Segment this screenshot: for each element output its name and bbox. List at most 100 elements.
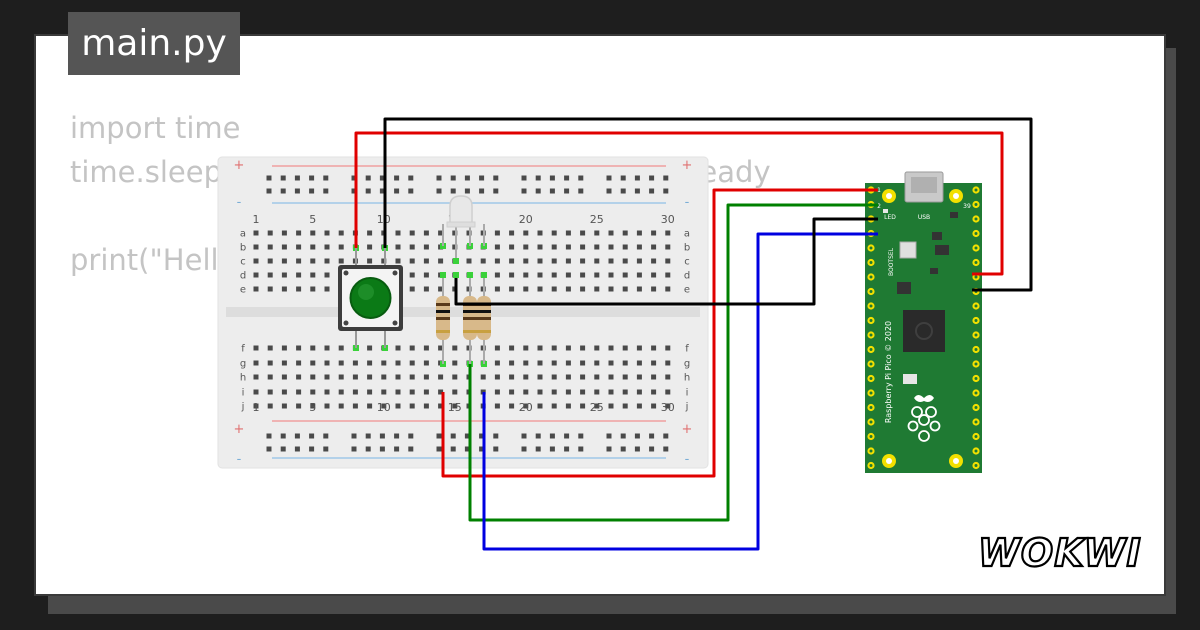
pico-component [932,232,942,240]
breadboard-hole [551,389,557,395]
pico-pin-hole [974,203,978,206]
breadboard-hole [367,230,373,236]
rail-hole [379,188,385,194]
breadboard-hole [324,374,330,380]
rail-hole [521,175,527,181]
top-left-minus-sign: - [237,195,242,210]
breadboard-hole [423,360,429,366]
file-tab-main-py[interactable]: main.py [68,12,240,75]
resistor-band [477,330,491,333]
breadboard-hole [324,258,330,264]
breadboard-hole [494,258,500,264]
rail-hole [379,446,385,452]
breadboard-hole [565,272,571,278]
breadboard-hole [580,374,586,380]
pico-component [930,268,938,274]
pico-pin-hole [869,435,873,438]
rail-hole [606,446,612,452]
resistor-band [436,310,450,313]
breadboard-hole [310,230,316,236]
rail-hole [606,188,612,194]
rail-hole [266,175,272,181]
rail-hole [351,433,357,439]
breadboard-hole [310,403,316,409]
pico-pin-hole [869,304,873,308]
rail-hole [408,433,414,439]
breadboard-hole [395,360,401,366]
bootsel-button[interactable] [899,241,917,259]
rail-hole [549,446,555,452]
breadboard-hole [523,230,529,236]
row-letter-label: h [240,373,246,384]
breadboard-hole [537,272,543,278]
breadboard-hole [338,374,344,380]
rail-hole [535,433,541,439]
breadboard-hole [267,230,273,236]
rail-hole [323,433,329,439]
raspberry-pi-pico[interactable]: LED USB 1 2 39 BOOTSEL Raspberry Pi Pico… [865,171,982,473]
breadboard-hole [381,403,387,409]
mount-hole-center [953,193,959,199]
breadboard-hole [423,374,429,380]
breadboard-hole [636,286,642,292]
breadboard-hole [338,403,344,409]
breadboard-hole [509,258,515,264]
breadboard-hole [423,345,429,351]
breadboard-hole [494,244,500,250]
breadboard-hole [622,286,628,292]
wire-green-resistor[interactable] [468,203,878,522]
breadboard-hole [409,389,415,395]
breadboard-hole [565,244,571,250]
rail-hole [365,188,371,194]
wire-black-led[interactable] [454,217,878,306]
breadboard-hole [438,286,444,292]
breadboard-hole [296,258,302,264]
breadboard-hole [253,230,259,236]
breadboard-hole [565,345,571,351]
usb-port-opening [911,177,937,193]
breadboard-hole [267,389,273,395]
column-number-label: 1 [253,213,260,226]
breadboard-hole [281,230,287,236]
mount-hole-center [953,458,959,464]
pico-pin-hole [869,391,873,395]
rgb-led[interactable] [442,195,485,258]
breadboard-hole [367,244,373,250]
breadboard-hole [423,258,429,264]
row-letter-label: e [240,285,246,296]
breadboard-hole [509,360,515,366]
breadboard-hole [395,345,401,351]
wires [354,117,1033,551]
push-button[interactable] [338,248,403,348]
breadboard-hole [651,389,657,395]
rail-hole [266,446,272,452]
resistor-1[interactable] [436,278,450,364]
resistor-band [477,317,491,320]
rail-hole [309,446,315,452]
breadboard-hole [438,403,444,409]
breadboard-hole [636,258,642,264]
breadboard-hole [423,244,429,250]
wire-red-button[interactable] [354,131,1004,276]
breadboard-hole [466,258,472,264]
rail-hole [294,433,300,439]
breadboard-hole [608,403,614,409]
rail-hole [649,175,655,181]
rail-hole [408,446,414,452]
wire-blue-resistor[interactable] [482,232,878,551]
pico-pin-hole [869,449,873,453]
row-letter-label: j [241,402,245,413]
breadboard-hole [622,403,628,409]
breadboard-hole [608,374,614,380]
wire-black-button[interactable] [383,117,1033,292]
breadboard-hole [253,244,259,250]
breadboard-hole [310,389,316,395]
breadboard-hole [253,272,259,278]
wire-red-resistor[interactable] [441,188,878,478]
breadboard-hole [665,345,671,351]
pico-pin-hole [869,464,873,467]
breadboard-labels: 115510101515202025253030aabbccddeeffgghh… [240,213,690,414]
breadboard-hole [395,403,401,409]
breadboard-hole [509,345,515,351]
breadboard-hole [665,403,671,409]
